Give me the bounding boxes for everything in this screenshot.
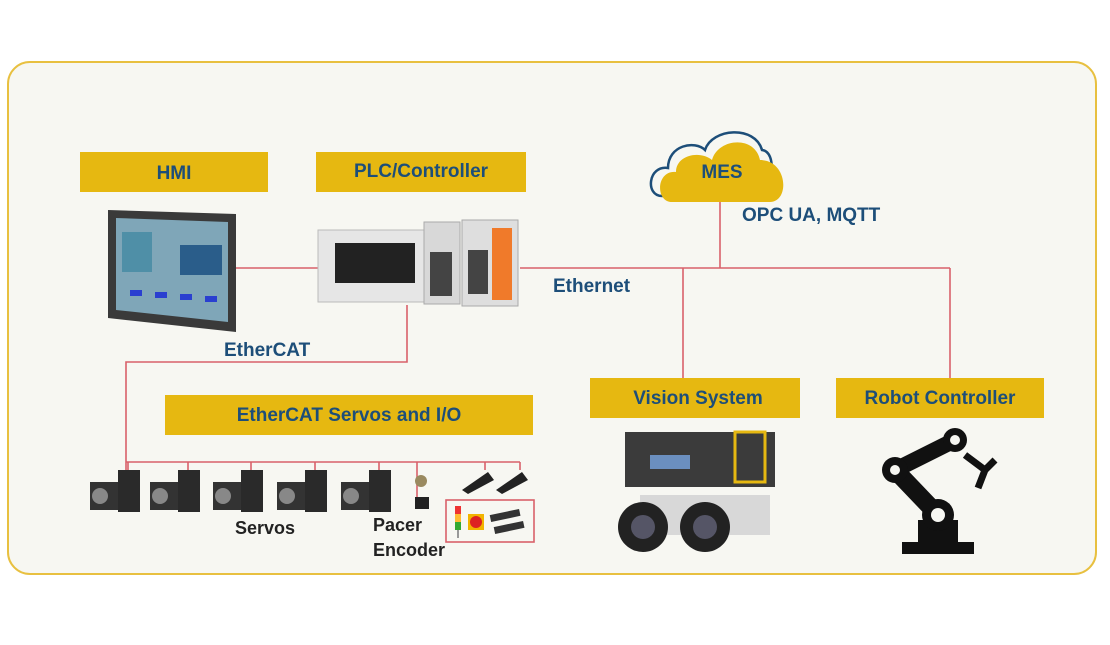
servos-label: Servos: [235, 518, 295, 538]
diagram-frame: [7, 61, 1097, 575]
servo-drives: [90, 462, 391, 512]
servo-drive-image: [341, 462, 391, 512]
robot-arm-icon: [882, 428, 998, 554]
camera-image: [618, 495, 770, 552]
hmi-panel-image: [108, 210, 236, 332]
io-group-box: [445, 499, 535, 543]
mes-cloud-icon: [649, 131, 784, 202]
ethercat-label: EtherCAT: [224, 340, 311, 361]
encoder-image: [415, 462, 429, 509]
servo-drive-image: [213, 462, 263, 512]
protocols-label: OPC UA, MQTT: [742, 205, 881, 226]
servo-drive-image: [90, 462, 140, 512]
plc-image: [317, 219, 519, 307]
vision-tag: [590, 378, 800, 418]
hmi-tag: [80, 152, 268, 192]
ethercat-group-label: EtherCAT Servos and I/O: [237, 405, 462, 426]
vision-pc-image: [625, 430, 775, 487]
io-terminal-image: [489, 508, 525, 535]
stack-light-image: [455, 506, 461, 538]
pacer-label: Pacer: [373, 515, 422, 535]
plc-tag: [316, 152, 526, 192]
hmi-label: HMI: [157, 163, 192, 184]
network-lines: [125, 200, 951, 543]
vision-label: Vision System: [633, 388, 763, 409]
io-module-image: [462, 462, 528, 494]
ethercat-trunk: [125, 305, 408, 472]
encoder-label: Encoder: [373, 540, 445, 560]
plc-label: PLC/Controller: [354, 161, 489, 182]
mes-label: MES: [701, 162, 742, 183]
robot-tag: [836, 378, 1044, 418]
ethernet-label: Ethernet: [553, 276, 631, 297]
servo-drive-image: [277, 462, 327, 512]
estop-image: [468, 514, 484, 530]
robot-label: Robot Controller: [865, 388, 1017, 409]
servo-drive-image: [150, 462, 200, 512]
ethercat-group-tag: [165, 395, 533, 435]
